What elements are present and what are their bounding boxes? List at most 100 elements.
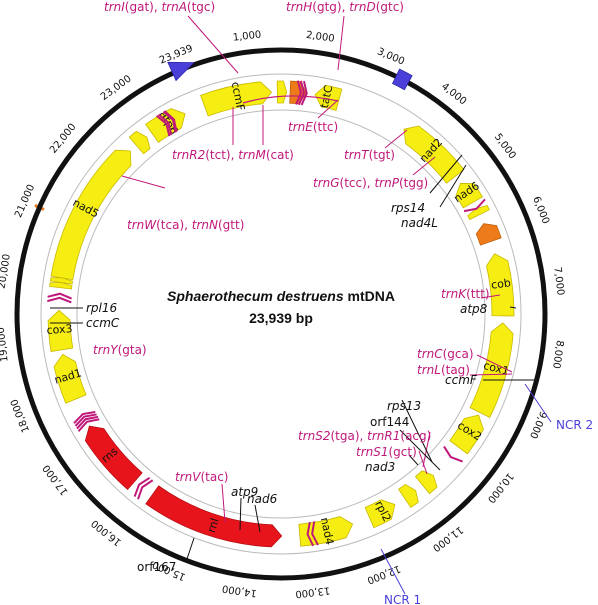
label-orf144: orf144: [370, 415, 409, 429]
label-rps14: rps14: [391, 201, 425, 215]
label-rpl16: rpl16: [86, 301, 118, 315]
trna-mark: [76, 415, 99, 430]
gene-block-protein: [49, 282, 73, 290]
trna-mark: [162, 110, 177, 133]
trna-mark: [300, 80, 308, 106]
genome-length: 23,939 bp: [249, 310, 313, 326]
label-nad4L: nad4L: [401, 216, 438, 230]
trna-arc-connector: [242, 95, 339, 104]
tick-label: 14,000: [221, 582, 257, 598]
trna-mark: [133, 477, 151, 497]
gene-block-protein: [49, 277, 74, 285]
species-name: Sphaerothecum destruens: [167, 288, 344, 304]
tick-label: 20,000: [0, 253, 13, 289]
trna-mark: [463, 198, 486, 213]
label-trnL: trnL(tag): [417, 363, 470, 377]
gene-nad5: [50, 149, 132, 281]
label-ncr2: NCR 2: [556, 418, 593, 432]
trna-mark: [47, 292, 72, 300]
gene-cox1: [469, 322, 514, 418]
gene-nad6: [455, 182, 483, 209]
tick-label: 21,000: [13, 183, 37, 219]
trna-mark: [137, 479, 154, 500]
label-ccmC: ccmC: [86, 316, 120, 330]
tick-label: 8,000: [550, 339, 565, 369]
gene-label-cob: cob: [490, 276, 511, 292]
label-nad6: nad6: [247, 492, 278, 506]
trna-mark: [73, 411, 96, 424]
gene-block-protein: [467, 205, 490, 221]
gene-nad2: [403, 125, 465, 184]
gene-rnl: [145, 485, 283, 548]
ncr-block-2: [167, 61, 195, 82]
gene-nad4: [298, 516, 354, 547]
tick-label: 1,000: [232, 29, 262, 43]
map-title: Sphaerothecum destruens mtDNA: [167, 288, 395, 304]
trna-mark: [163, 110, 178, 133]
gene-tatC: [314, 84, 343, 111]
trna-mark: [311, 521, 319, 546]
label-trnG-trnP: trnG(tcc), trnP(tgg): [313, 176, 428, 190]
gene-block-protein: [414, 470, 438, 495]
trna-mark: [297, 80, 305, 106]
label-trnV: trnV(tac): [175, 470, 228, 484]
inner-ring: [76, 109, 486, 519]
trna-mark: [47, 296, 72, 304]
gene-rns: [84, 425, 143, 490]
label-atp8: atp8: [460, 302, 488, 316]
label-trnE: trnE(ttc): [288, 120, 338, 134]
gene-label-tatC: tatC: [318, 84, 336, 110]
gene-track-ring: [40, 73, 522, 555]
label-trnS1: trnS1(gct): [356, 445, 417, 459]
trna-leader-lines: [121, 15, 513, 523]
label-trnR2-trnM: trnR2(tct), trnM(cat): [172, 148, 294, 162]
gene-block-protein: [398, 483, 419, 509]
tick-label: 3,000: [375, 46, 406, 67]
label-trnS2-trnR1: trnS2(tga), trnR1(acg): [298, 429, 431, 443]
tick-label: 18,000: [9, 397, 32, 434]
gene-block-protein: [128, 130, 151, 155]
gene-atp6: [145, 108, 186, 143]
gene-cob: [486, 253, 515, 317]
gene-label-rnl: rnl: [205, 517, 222, 535]
label-trnH-trnD: trnH(gtg), trnD(gtc): [286, 0, 404, 14]
mtdna-suffix: mtDNA: [348, 288, 395, 304]
tick-label: 12,000: [365, 562, 402, 585]
tick-label: 7,000: [551, 266, 565, 296]
gene-label-nad4: nad4: [318, 516, 336, 546]
label-rps13: rps13: [387, 399, 421, 413]
gene-label-cox3: cox3: [46, 322, 73, 337]
label-ncr1: NCR 1: [384, 593, 421, 605]
trna-mark: [74, 413, 97, 427]
gene-block-orf: [475, 223, 502, 246]
tick-label: 6,000: [530, 195, 551, 226]
outer-ring: [14, 47, 548, 581]
label-trnK: trnK(ttt): [441, 287, 490, 301]
trna-mark: [158, 113, 173, 136]
ncr-block-1: [391, 68, 413, 91]
ncr-regions: [167, 61, 413, 91]
tick-label: 13,000: [295, 584, 331, 599]
leader-lines: [50, 154, 538, 563]
trna-mark: [306, 521, 315, 547]
ncr-leader-lines: [380, 383, 552, 595]
label-trnY: trnY(gta): [93, 343, 147, 357]
trna-marks: [47, 80, 486, 547]
label-trnW-trnN: trnW(tca), trnN(gtt): [127, 218, 244, 232]
label-trnC: trnC(gca): [417, 347, 474, 361]
label-trnT: trnT(tgt): [344, 148, 395, 162]
gene-cox3: [47, 309, 74, 353]
gene-rpl2: [364, 499, 396, 529]
label-nad3: nad3: [365, 460, 395, 474]
gene-label-ccmF: ccmF: [229, 81, 247, 112]
label-ccmF-small: ccmF: [445, 373, 478, 387]
trna-mark: [77, 418, 100, 432]
gene-label-cox1: cox1: [482, 359, 510, 378]
gene-block-protein: [276, 80, 288, 104]
tick-label: 2,000: [305, 30, 335, 45]
label-trnI-trnA: trnI(gat), trnA(tgc): [104, 0, 215, 14]
tick-label: 19,000: [0, 327, 11, 363]
trna-mark: [295, 80, 302, 105]
